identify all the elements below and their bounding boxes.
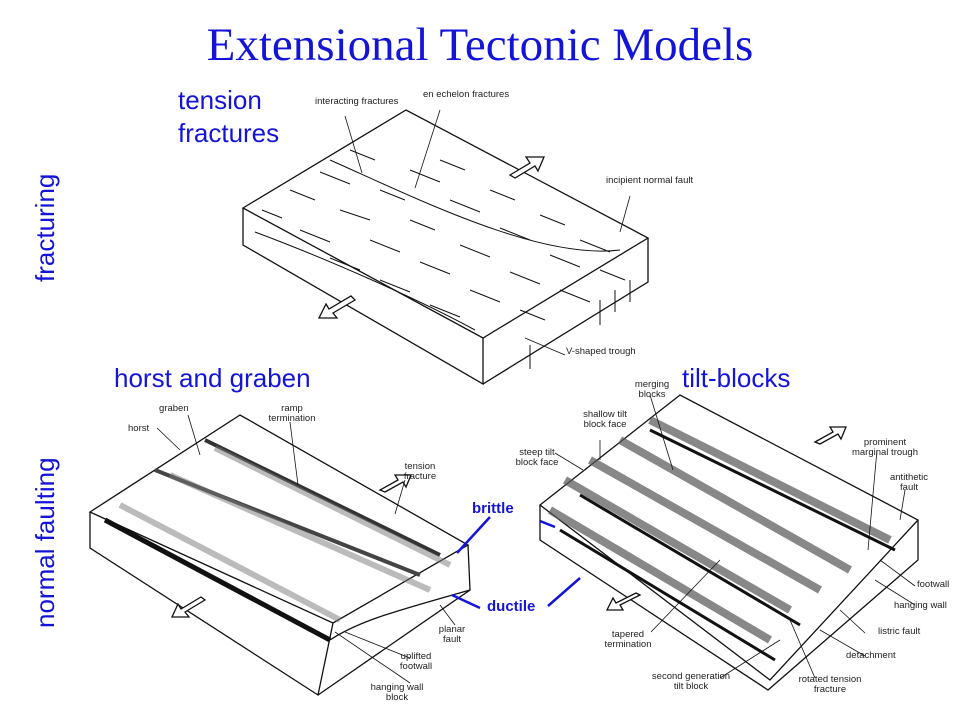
label-tension-fracture: tension fracture — [403, 461, 437, 483]
annotation-ductile: ductile — [487, 598, 536, 615]
brittle-ductile-pointers — [451, 516, 581, 610]
label-hanging-wall: hanging wall — [894, 600, 947, 611]
label-detachment: detachment — [846, 650, 896, 661]
label-antithetic-fault: antithetic fault — [889, 472, 929, 494]
horst-graben-diagram — [88, 414, 471, 697]
label-shallow-tilt: shallow tilt block face — [583, 409, 627, 431]
slide-title: Extensional Tectonic Models — [206, 19, 754, 71]
label-en-echelon: en echelon fractures — [423, 89, 510, 100]
heading-tilt-blocks: tilt-blocks — [682, 363, 791, 393]
label-interacting-fractures: interacting fractures — [315, 96, 399, 107]
label-horst: horst — [128, 423, 150, 434]
label-v-trough: V-shaped trough — [566, 346, 636, 357]
leader-lines — [156, 109, 916, 684]
heading-horst-graben: horst and graben — [114, 363, 311, 393]
label-tapered-termination: tapered termination — [604, 629, 652, 651]
heading-tension: tension — [178, 85, 262, 115]
label-rotated-tension: rotated tension fracture — [798, 674, 862, 696]
label-incipient-fault: incipient normal fault — [606, 175, 694, 186]
label-uplifted-footwall: uplifted footwall — [399, 651, 433, 673]
label-graben: graben — [159, 403, 189, 414]
label-ramp-termination: ramp termination — [268, 403, 316, 425]
label-planar-fault: planar fault — [438, 624, 466, 646]
label-second-generation: second generation tilt block — [651, 671, 731, 693]
heading-fractures: fractures — [178, 118, 280, 148]
label-footwall: footwall — [917, 579, 950, 590]
tilt-blocks-diagram — [538, 394, 920, 691]
label-hanging-wall-block: hanging wall block — [370, 682, 424, 704]
label-marginal-trough: prominent marginal trough — [851, 437, 918, 459]
label-listric-fault: listric fault — [878, 626, 921, 637]
annotation-brittle: brittle — [472, 500, 514, 517]
label-merging-blocks: merging blocks — [634, 379, 670, 401]
label-steep-tilt: steep tilt block face — [515, 447, 559, 469]
tension-block-diagram — [241, 109, 650, 386]
